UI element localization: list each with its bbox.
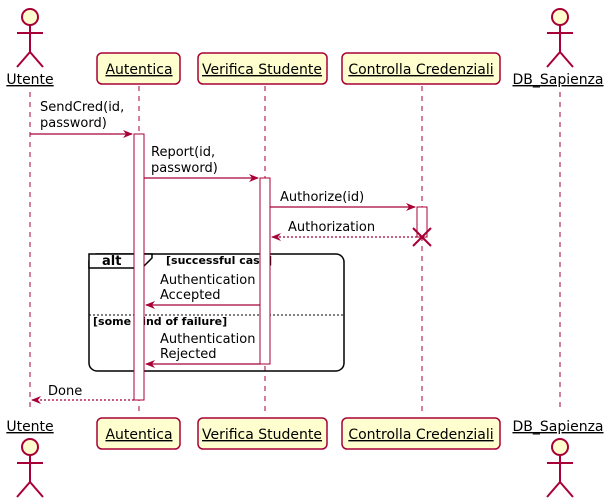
message-label-report: Report(id, password) <box>151 145 219 176</box>
actor-label-utente: Utente <box>6 419 53 435</box>
alt-fragment-frame <box>88 253 345 372</box>
participants-top: Utente Autentica Verifica Studente Contr… <box>6 8 604 88</box>
participant-verifica-top: Verifica Studente <box>197 52 328 85</box>
participant-verifica-bottom: Verifica Studente <box>197 417 328 450</box>
actor-db-top: DB_Sapienza <box>512 8 604 88</box>
actor-utente-top: Utente <box>6 8 54 88</box>
activation-autentica <box>133 133 145 401</box>
message-label-authorization: Authorization <box>288 220 375 235</box>
actor-figure-icon <box>16 8 44 68</box>
message-label-rejected: Authentication Rejected <box>160 332 260 362</box>
alt-fragment-keyword: alt <box>102 254 121 269</box>
actor-figure-icon <box>546 438 574 498</box>
participant-autentica-top: Autentica <box>96 52 181 85</box>
alt-condition-success: [successful case] <box>166 254 272 267</box>
participant-label-autentica: Autentica <box>105 427 172 443</box>
actor-label-utente: Utente <box>6 72 53 88</box>
activations <box>133 133 428 401</box>
participant-autentica-bottom: Autentica <box>96 417 181 450</box>
participant-controlla-bottom: Controlla Credenziali <box>341 417 501 450</box>
participant-label-controlla: Controlla Credenziali <box>348 427 493 443</box>
participant-label-autentica: Autentica <box>105 62 172 78</box>
actor-db-bottom: DB_Sapienza <box>512 419 604 498</box>
message-label-authorize: Authorize(id) <box>280 190 364 205</box>
participant-label-controlla: Controlla Credenziali <box>348 62 493 78</box>
actor-figure-icon <box>16 438 44 498</box>
destroy-x-mark <box>412 227 432 247</box>
actor-figure-icon <box>546 8 574 68</box>
actor-label-db: DB_Sapienza <box>512 419 603 435</box>
lifelines <box>29 86 561 416</box>
actor-label-db: DB_Sapienza <box>512 72 603 88</box>
participant-label-verifica: Verifica Studente <box>202 427 322 443</box>
participants-bottom: Utente Autentica Verifica Studente Contr… <box>6 417 604 498</box>
message-label-accepted: Authentication Accepted <box>160 273 260 303</box>
message-label-sendcred: SendCred(id, password) <box>40 100 128 131</box>
activation-verifica <box>259 177 271 365</box>
participant-controlla-top: Controlla Credenziali <box>341 52 501 85</box>
messages: SendCred(id, password) Report(id, passwo… <box>30 100 417 404</box>
participant-label-verifica: Verifica Studente <box>202 62 322 78</box>
actor-utente-bottom: Utente <box>6 419 54 498</box>
alt-condition-failure: [some kind of failure] <box>93 315 227 328</box>
message-label-done: Done <box>48 384 82 399</box>
